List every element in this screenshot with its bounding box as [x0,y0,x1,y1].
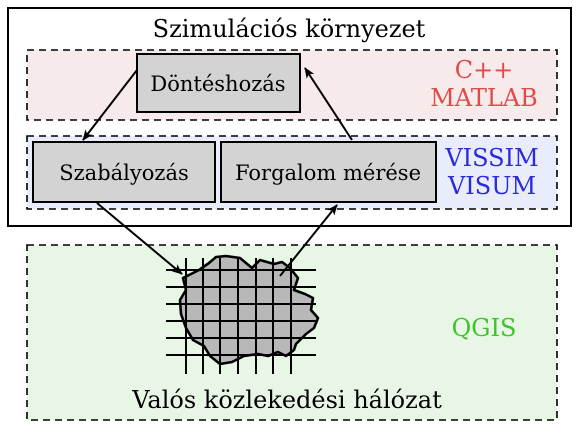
control-node: Szabályozás [32,141,216,203]
matlab-label: MATLAB [430,84,538,112]
decision-node: Döntéshozás [136,53,301,113]
vissim-label: VISSIM [444,144,538,172]
simulation-environment-title: Szimulációs környezet [153,15,426,43]
cpp-label: C++ [455,56,514,84]
network-label: Valós közlekedési hálózat [131,386,442,414]
arrow-traffic-to-decision [304,67,353,141]
arrow-decision-to-control [82,69,138,141]
street-grid [166,258,316,374]
arrow-control-to-network [96,202,183,275]
traffic-measurement-node-label: Forgalom mérése [235,161,421,185]
network-map-icon [166,254,320,374]
decision-node-label: Döntéshozás [150,72,285,96]
visum-label: VISUM [447,172,536,200]
qgis-label: QGIS [452,314,517,342]
arrow-network-to-traffic [279,204,338,277]
traffic-measurement-node: Forgalom mérése [220,141,437,203]
control-node-label: Szabályozás [59,161,189,185]
